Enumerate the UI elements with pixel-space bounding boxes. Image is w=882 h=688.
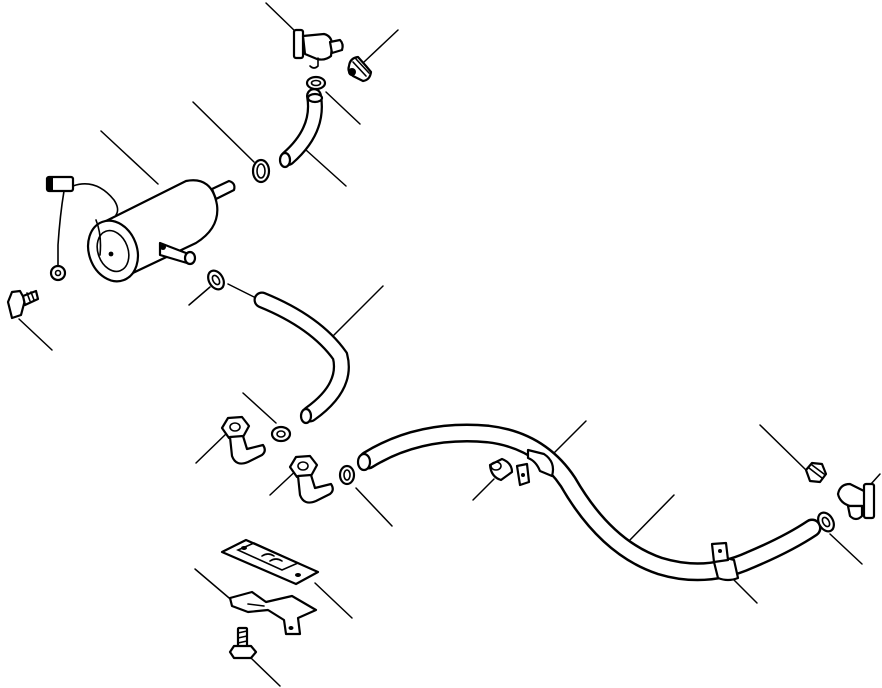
leader-long-hose bbox=[626, 494, 675, 544]
leader-elbow-upper bbox=[195, 432, 228, 464]
mounting-plate bbox=[220, 538, 320, 586]
upper-hose-clamp bbox=[251, 158, 271, 184]
lower-hose-clamp-2 bbox=[338, 464, 356, 486]
right-fitting bbox=[836, 482, 876, 521]
leader-drain-cock bbox=[265, 2, 298, 34]
curved-hose bbox=[253, 291, 350, 425]
leader-lower-clamp bbox=[242, 392, 277, 424]
leader-gasket-ring bbox=[325, 91, 361, 125]
leader-right-clamp bbox=[829, 533, 863, 565]
leader-clip-right bbox=[730, 576, 758, 604]
plug-fitting bbox=[347, 55, 373, 83]
upper-hose bbox=[278, 88, 324, 169]
leader-right-plug bbox=[759, 424, 807, 471]
middle-hose-clamp bbox=[207, 269, 225, 291]
leader-upper-clamp bbox=[192, 101, 255, 163]
long-hose bbox=[356, 423, 822, 582]
bracket bbox=[228, 590, 318, 636]
right-plug bbox=[804, 461, 828, 484]
leader-plate bbox=[314, 582, 353, 619]
leader-lines bbox=[18, 2, 881, 687]
right-hose-clamp bbox=[817, 511, 835, 533]
drain-cock bbox=[292, 28, 344, 69]
leader-bolt bbox=[18, 318, 53, 351]
gasket-ring bbox=[305, 75, 327, 91]
elbow-fitting-lower bbox=[288, 454, 334, 504]
leader-lower-clamp-2 bbox=[355, 487, 393, 527]
fuel-filter-canister bbox=[86, 179, 236, 283]
leader-bracket-bolt bbox=[251, 658, 281, 687]
sensor-connector-wire bbox=[45, 175, 119, 282]
leader-dash bbox=[227, 283, 255, 298]
leader-upper-hose bbox=[305, 149, 347, 187]
leader-spacer bbox=[472, 478, 495, 501]
mounting-bolt bbox=[6, 289, 40, 320]
elbow-fitting-upper bbox=[220, 415, 266, 465]
leader-middle-clamp bbox=[188, 286, 211, 306]
lower-hose-clamp bbox=[270, 425, 292, 443]
leader-bracket bbox=[194, 568, 236, 604]
leader-curved-hose bbox=[333, 285, 384, 336]
spacer-bushing bbox=[488, 457, 514, 482]
leader-plug-fitting bbox=[363, 29, 399, 63]
hose-clip-left bbox=[515, 448, 555, 487]
leader-filter bbox=[100, 130, 159, 185]
bracket-bolt bbox=[228, 626, 258, 660]
hose-clip-right bbox=[710, 541, 740, 582]
